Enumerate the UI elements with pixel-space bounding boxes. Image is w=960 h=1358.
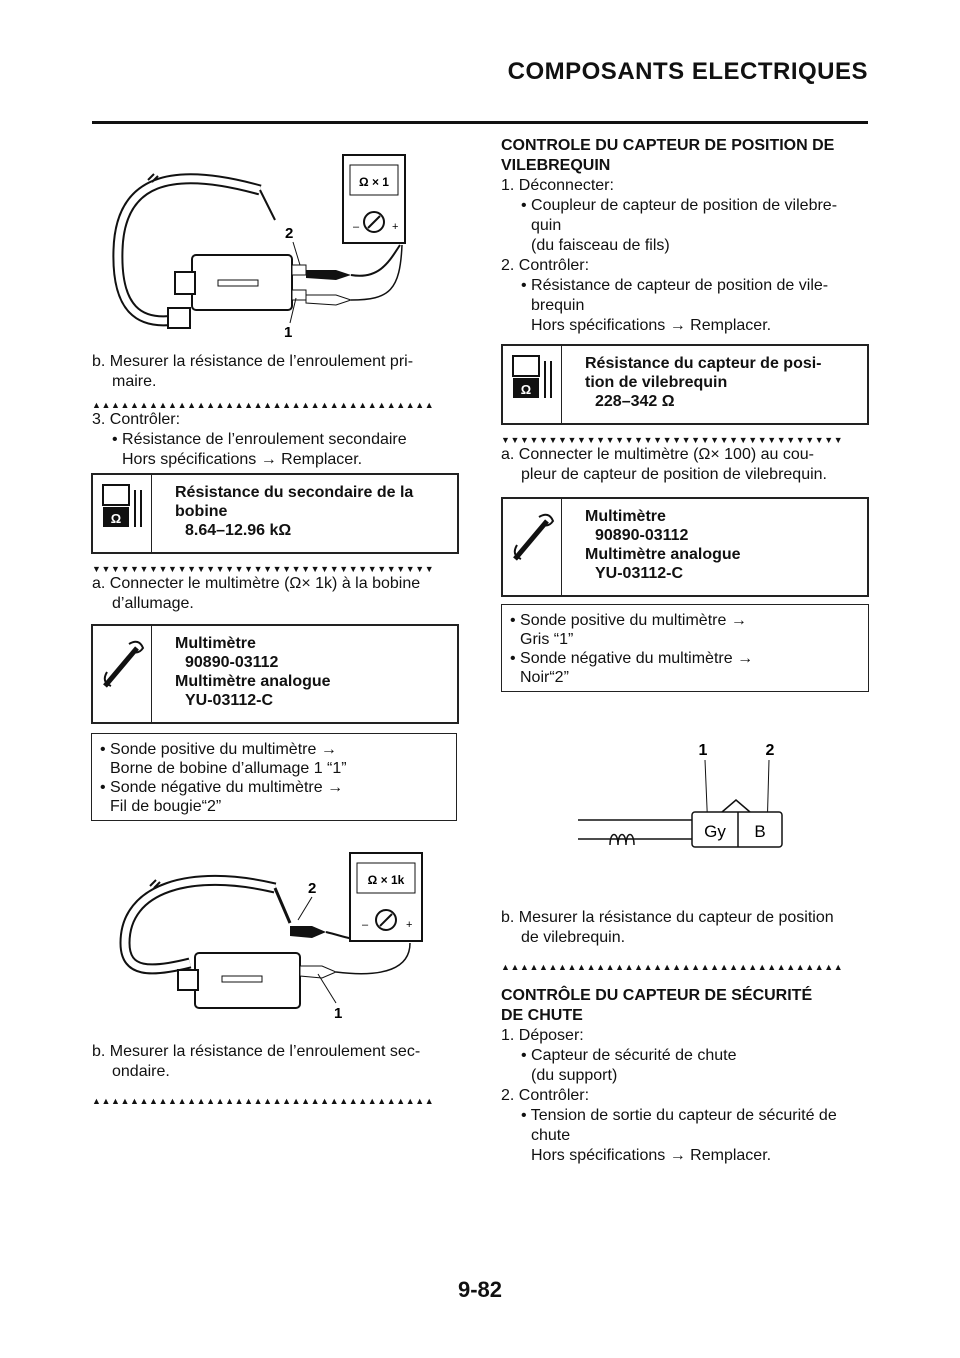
r-bullet-1-l2: quin xyxy=(531,217,562,234)
primary-coil-diagram: Ω × 1 – + 2 1 xyxy=(112,154,406,341)
r-bullet-4-l1: • Tension de sortie du capteur de sécuri… xyxy=(521,1107,837,1124)
meter-icon-r: Ω xyxy=(503,346,562,423)
pin-b: B xyxy=(754,822,765,841)
bullet-secondary: • Résistance de l’enroulement secondaire xyxy=(112,431,407,448)
step-b-primary-l2: maire. xyxy=(112,373,157,390)
header-rule xyxy=(92,121,868,124)
triangle-marker-up-2: ▲▲▲▲▲▲▲▲▲▲▲▲▲▲▲▲▲▲▲▲▲▲▲▲▲▲▲▲▲▲▲▲▲▲▲▲ xyxy=(92,1096,435,1106)
r-step-b-l2: de vilebrequin. xyxy=(521,929,626,946)
note-l4: Fil de bougie“2” xyxy=(110,798,222,815)
note-l1: • Sonde positive du multimètre → xyxy=(100,741,337,758)
r-tool-code-2: YU-03112-C xyxy=(595,565,684,582)
meter-range-label: Ω × 1 xyxy=(359,175,389,189)
svg-text:–: – xyxy=(362,919,369,931)
crank-sensor-connector-diagram: 1 2 Gy B xyxy=(578,742,783,848)
r-bullet-4-l2: chute xyxy=(531,1127,571,1144)
r-step-2: 2. Contrôler: xyxy=(501,257,590,274)
r-triangle-marker-up: ▲▲▲▲▲▲▲▲▲▲▲▲▲▲▲▲▲▲▲▲▲▲▲▲▲▲▲▲▲▲▲▲▲▲▲▲ xyxy=(501,962,844,972)
triangle-marker-up: ▲▲▲▲▲▲▲▲▲▲▲▲▲▲▲▲▲▲▲▲▲▲▲▲▲▲▲▲▲▲▲▲▲▲▲▲ xyxy=(92,400,435,410)
conn-callout-1: 1 xyxy=(699,742,708,759)
svg-text:Ω: Ω xyxy=(111,511,121,526)
r-bullet-1-l1: • Coupleur de capteur de position de vil… xyxy=(521,197,838,214)
triangle-marker-down: ▼▼▼▼▼▼▼▼▼▼▼▼▼▼▼▼▼▼▼▼▼▼▼▼▼▼▼▼▼▼▼▼▼▼▼▼ xyxy=(92,564,435,574)
r-spec-title-l1: Résistance du capteur de posi- xyxy=(585,355,822,372)
svg-text:+: + xyxy=(406,919,412,931)
callout-2-b: 2 xyxy=(308,880,316,897)
r-bullet-2-l2: brequin xyxy=(531,297,585,314)
note-l2: Borne de bobine d’allumage 1 “1” xyxy=(110,760,347,777)
step-b-secondary-l1: b. Mesurer la résistance de l’enroulemen… xyxy=(92,1043,421,1060)
step-b-secondary-l2: ondaire. xyxy=(112,1063,170,1080)
spec-box-secondary: Ω Résistance du secondaire de la bobine … xyxy=(91,473,459,554)
r-step-a-l1: a. Connecter le multimètre (Ω× 100) au c… xyxy=(501,446,814,463)
r-note-l4: Noir“2” xyxy=(520,669,569,686)
step-b-primary-l1: b. Mesurer la résistance de l’enroulemen… xyxy=(92,353,414,370)
note-box-right: • Sonde positive du multimètre → Gris “1… xyxy=(501,604,869,692)
spec-box-crank: Ω Résistance du capteur de posi- tion de… xyxy=(501,344,869,425)
r-out-of-spec: Hors spécifications → Remplacer. xyxy=(531,317,772,334)
r-note-l2: Gris “1” xyxy=(520,631,574,648)
out-of-spec: Hors spécifications → Remplacer. xyxy=(122,451,363,468)
r-bullet-3-l1: • Capteur de sécurité de chute xyxy=(521,1047,737,1064)
tool-name: Multimètre xyxy=(175,635,256,652)
tool-code: 90890-03112 xyxy=(185,654,279,671)
tool-icon xyxy=(93,626,152,722)
r-tool-code: 90890-03112 xyxy=(595,527,689,544)
r-out-of-spec-2: Hors spécifications → Remplacer. xyxy=(531,1147,772,1164)
r-step-2b: 2. Contrôler: xyxy=(501,1087,590,1104)
spec-title-l1: Résistance du secondaire de la xyxy=(175,484,414,501)
heading-crank-sensor-l2: VILEBREQUIN xyxy=(501,157,611,174)
callout-2: 2 xyxy=(285,225,293,242)
r-triangle-marker-down: ▼▼▼▼▼▼▼▼▼▼▼▼▼▼▼▼▼▼▼▼▼▼▼▼▼▼▼▼▼▼▼▼▼▼▼▼ xyxy=(501,435,844,445)
secondary-coil-diagram: Ω × 1k – + 2 1 xyxy=(119,852,423,1022)
tool-name-2: Multimètre analogue xyxy=(175,673,331,690)
r-spec-title-l2: tion de vilebrequin xyxy=(585,374,728,391)
conn-callout-2: 2 xyxy=(766,742,775,759)
callout-1-b: 1 xyxy=(334,1005,342,1022)
r-bullet-3-l2: (du support) xyxy=(531,1067,618,1084)
heading-fall-sensor-l1: CONTRÔLE DU CAPTEUR DE SÉCURITÉ xyxy=(501,987,813,1004)
page-number: 9-82 xyxy=(457,1277,503,1302)
tool-box-right: Multimètre 90890-03112 Multimètre analog… xyxy=(501,497,869,597)
r-bullet-2-l1: • Résistance de capteur de position de v… xyxy=(521,277,829,294)
r-step-1b: 1. Déposer: xyxy=(501,1027,584,1044)
r-tool-name-2: Multimètre analogue xyxy=(585,546,741,563)
tool-box-left: Multimètre 90890-03112 Multimètre analog… xyxy=(91,624,459,724)
meter-icon: Ω xyxy=(93,475,152,552)
page-header-title: COMPOSANTS ELECTRIQUES xyxy=(507,58,868,85)
heading-fall-sensor-l2: DE CHUTE xyxy=(501,1007,583,1024)
svg-text:–: – xyxy=(353,221,360,233)
r-bullet-1-l3: (du faisceau de fils) xyxy=(531,237,670,254)
meter-range-label-2: Ω × 1k xyxy=(368,873,405,887)
spec-value: 8.64–12.96 kΩ xyxy=(185,522,292,539)
note-box-left: • Sonde positive du multimètre → Borne d… xyxy=(91,733,457,821)
note-l3: • Sonde négative du multimètre → xyxy=(100,779,344,796)
heading-crank-sensor-l1: CONTROLE DU CAPTEUR DE POSITION DE xyxy=(501,137,835,154)
pin-gy: Gy xyxy=(704,822,726,841)
r-note-l1: • Sonde positive du multimètre → xyxy=(510,612,747,629)
svg-text:Ω: Ω xyxy=(521,382,531,397)
r-spec-value: 228–342 Ω xyxy=(595,393,675,410)
r-step-b-l1: b. Mesurer la résistance du capteur de p… xyxy=(501,909,834,926)
step-3: 3. Contrôler: xyxy=(92,411,181,428)
step-a-l2: d’allumage. xyxy=(112,595,194,612)
callout-1: 1 xyxy=(284,324,292,341)
r-note-l3: • Sonde négative du multimètre → xyxy=(510,650,754,667)
r-tool-name: Multimètre xyxy=(585,508,666,525)
spec-title-l2: bobine xyxy=(175,503,228,520)
r-step-1: 1. Déconnecter: xyxy=(501,177,614,194)
r-step-a-l2: pleur de capteur de position de vilebreq… xyxy=(521,466,827,483)
step-a-l1: a. Connecter le multimètre (Ω× 1k) à la … xyxy=(92,575,421,592)
tool-code-2: YU-03112-C xyxy=(185,692,274,709)
svg-text:+: + xyxy=(392,221,398,233)
tool-icon-r xyxy=(503,499,562,595)
